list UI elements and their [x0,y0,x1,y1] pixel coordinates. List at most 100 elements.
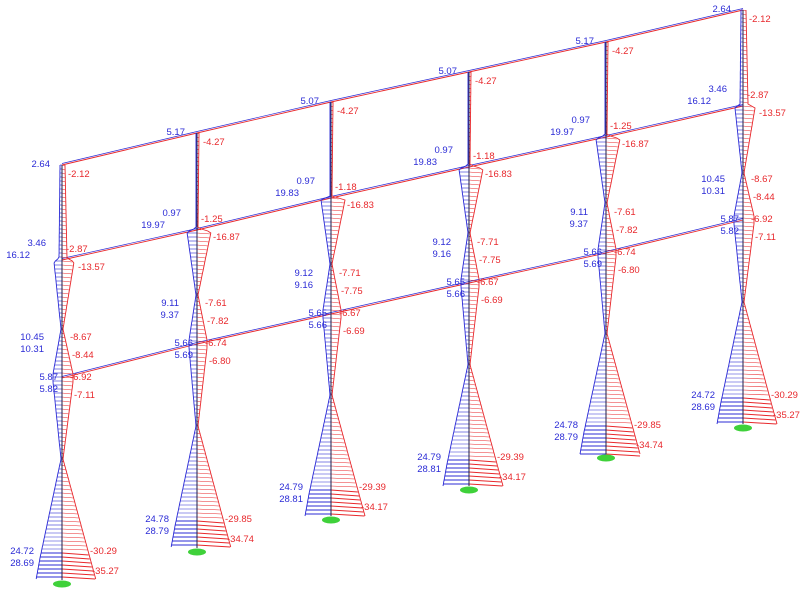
moment-outline-negative [197,133,232,548]
moment-outline-negative [743,10,778,425]
moment-hatch-negative [742,365,762,368]
moment-hatch-negative [330,469,353,472]
moment-hatch-negative [330,205,344,208]
moment-hatch-negative [605,409,628,412]
moment-hatch-negative [605,445,638,449]
moment-hatch-negative [61,512,78,515]
moment-hatch-negative [742,349,757,352]
moment-hatch-negative [742,61,748,64]
moment-hatch-negative [61,404,71,407]
negative-moment-label: -4.27 [612,46,634,57]
moment-hatch-negative [742,25,747,28]
moment-hatch-negative [61,364,72,367]
moment-hatch-negative [61,560,91,564]
positive-moment-label: 5.17 [576,36,595,47]
moment-hatch-negative [742,389,768,392]
moment-hatch-negative [61,480,70,483]
positive-moment-label: 3.46 [709,84,728,95]
moment-hatch-negative [468,431,489,434]
moment-hatch-negative [468,439,491,442]
moment-hatch-negative [196,228,202,231]
positive-moment-label: 5.65 [447,277,466,288]
moment-hatch-negative [196,396,202,399]
moment-hatch-negative [196,536,229,540]
moment-hatch-negative [742,49,747,52]
moment-hatch-negative [468,403,481,406]
positive-moment-label: 9.12 [295,268,314,279]
moment-hatch-negative [61,228,67,231]
moment-hatch-negative [196,388,203,391]
moment-hatch-negative [196,400,201,403]
positive-moment-label: 28.81 [417,464,441,475]
moment-hatch-negative [742,97,748,100]
negative-moment-label: -34.74 [227,534,254,545]
moment-hatch-negative [330,445,346,448]
moment-hatch-negative [742,249,751,252]
negative-moment-label: -6.74 [614,247,636,258]
negative-moment-label: -1.18 [473,151,495,162]
moment-hatch-negative [605,289,613,292]
moment-hatch-negative [742,113,755,116]
negative-moment-label: -2.12 [749,14,771,25]
moment-hatch-negative [605,137,617,140]
moment-hatch-negative [468,339,473,342]
moment-hatch-negative [196,356,206,359]
moment-hatch-negative [330,297,339,300]
moment-hatch-negative [61,548,88,551]
moment-hatch-negative [61,524,82,527]
column-2 [170,132,232,556]
positive-moment-label: 0.97 [297,176,316,187]
negative-moment-label: -29.39 [359,482,386,493]
moment-hatch-negative [605,281,614,284]
moment-hatch-negative [605,381,621,384]
moment-hatch-negative [605,373,619,376]
negative-moment-label: -6.67 [477,277,499,288]
moment-hatch-negative [61,224,67,227]
column-5 [579,41,641,462]
moment-hatch-negative [330,221,341,224]
moment-hatch-negative [468,427,488,430]
moment-hatch-negative [742,401,772,405]
moment-hatch-negative [742,17,747,20]
moment-hatch-negative [468,399,480,402]
moment-hatch-negative [742,41,747,44]
negative-moment-label: -7.75 [341,286,363,297]
moment-hatch-negative [196,540,230,544]
beam-negative-line [330,166,470,199]
moment-hatch-negative [742,153,748,156]
moment-hatch-negative [61,476,68,479]
moment-hatch-negative [330,465,352,468]
moment-hatch-negative [196,256,206,259]
moment-outline-negative [331,102,366,517]
negative-moment-label: -6.92 [70,372,92,383]
moment-hatch-negative [196,484,214,487]
moment-hatch-negative [61,176,66,179]
moment-hatch-negative [742,141,750,144]
support-icon [188,548,206,556]
moment-hatch-negative [742,377,765,380]
negative-moment-label: -1.25 [201,214,223,225]
moment-hatch-negative [61,432,67,435]
negative-moment-label: -34.17 [499,472,526,483]
moment-hatch-negative [330,449,348,452]
moment-hatch-negative [605,449,639,453]
moment-hatch-negative [468,215,474,218]
moment-hatch-negative [196,368,205,371]
moment-hatch-negative [61,296,69,299]
moment-hatch-negative [742,313,748,316]
moment-hatch-negative [196,440,203,443]
moment-hatch-negative [61,556,90,560]
moment-hatch-negative [61,472,67,475]
moment-hatch-negative [468,387,477,390]
moment-hatch-negative [196,460,208,463]
moment-hatch-negative [605,237,614,240]
moment-hatch-negative [605,273,615,276]
moment-hatch-negative [468,267,477,270]
positive-moment-label: 10.31 [20,344,44,355]
positive-moment-label: 28.81 [279,494,303,505]
beam-negative-line [605,105,744,138]
moment-hatch-negative [196,436,202,439]
moment-hatch-negative [61,564,92,568]
moment-hatch-negative [61,492,73,495]
beam-negative-line [61,132,198,166]
